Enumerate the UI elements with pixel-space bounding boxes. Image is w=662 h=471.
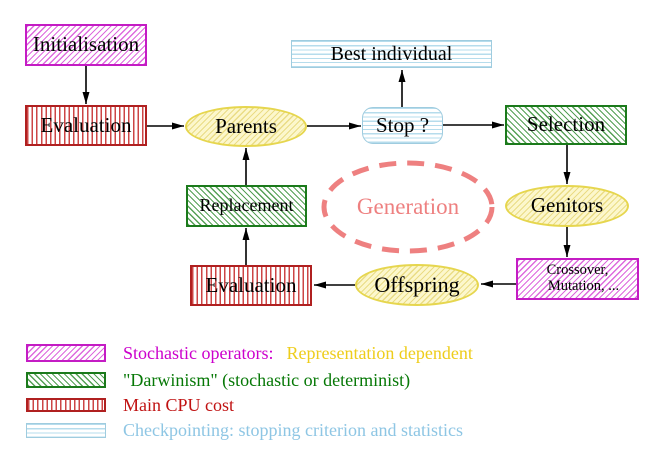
legend-row-stochastic-operators: Stochastic operators: Representation dep… bbox=[26, 341, 473, 365]
legend-row-cpu-cost: Main CPU cost bbox=[26, 394, 234, 416]
node-offspring: Offspring bbox=[355, 264, 479, 306]
legend-checkpointing-label: Checkpointing: stopping criterion and st… bbox=[123, 419, 463, 440]
generation-label: Generation bbox=[356, 194, 460, 220]
node-evaluation-top: Evaluation bbox=[25, 105, 147, 146]
node-evaluation-bottom-label: Evaluation bbox=[205, 272, 297, 297]
node-parents-label: Parents bbox=[215, 113, 277, 138]
node-evaluation-top-label: Evaluation bbox=[40, 112, 132, 137]
node-replacement-label: Replacement bbox=[199, 195, 294, 216]
node-genitors: Genitors bbox=[505, 185, 629, 227]
legend-stochastic-label: Stochastic operators: bbox=[123, 342, 274, 363]
node-crossover-line1: Crossover, bbox=[546, 262, 609, 279]
legend-representation-label: Representation dependent bbox=[286, 342, 473, 363]
node-stop-label: Stop ? bbox=[375, 112, 430, 137]
node-best-individual: Best individual bbox=[291, 40, 492, 68]
node-best-individual-label: Best individual bbox=[330, 43, 453, 65]
node-replacement: Replacement bbox=[186, 185, 307, 227]
magenta-hatch-swatch bbox=[26, 344, 106, 362]
node-evaluation-bottom: Evaluation bbox=[190, 265, 312, 306]
node-initialisation: Initialisation bbox=[25, 24, 147, 66]
node-offspring-label: Offspring bbox=[374, 271, 460, 297]
red-stripes-swatch bbox=[26, 398, 106, 412]
node-crossover-line2: Mutation, ... bbox=[547, 278, 620, 294]
node-stop: Stop ? bbox=[362, 107, 443, 144]
legend-cpu-label: Main CPU cost bbox=[123, 394, 235, 415]
legend-row-darwinism: "Darwinism" (stochastic or determinist) bbox=[26, 368, 410, 392]
legend-darwinism-label: "Darwinism" (stochastic or determinist) bbox=[123, 369, 411, 390]
node-crossover-mutation: Crossover, Mutation, ... bbox=[516, 258, 639, 300]
node-selection-label: Selection bbox=[526, 112, 606, 137]
node-initialisation-label: Initialisation bbox=[32, 32, 140, 57]
node-parents: Parents bbox=[185, 106, 307, 147]
generation-dashed-ellipse bbox=[321, 160, 495, 254]
legend-row-checkpointing: Checkpointing: stopping criterion and st… bbox=[26, 419, 463, 441]
node-selection: Selection bbox=[505, 105, 627, 145]
node-genitors-label: Genitors bbox=[530, 193, 604, 218]
cyan-stripes-swatch bbox=[26, 422, 106, 438]
green-hatch-swatch bbox=[26, 372, 106, 388]
